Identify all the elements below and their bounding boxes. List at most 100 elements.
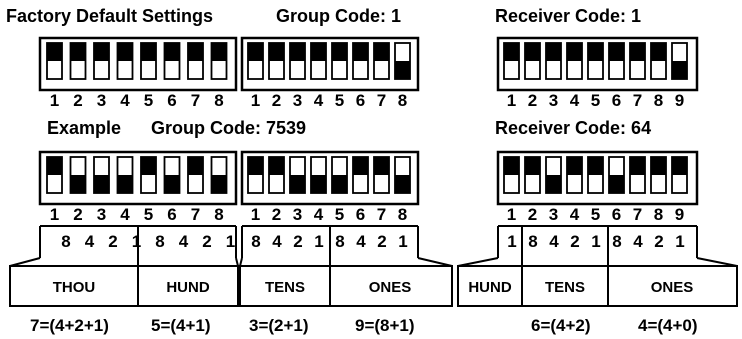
weight-label: 2 xyxy=(108,232,117,251)
switch-knob-up xyxy=(47,157,62,175)
switch-number-label: 3 xyxy=(549,91,558,110)
formula-ones: 9=(8+1) xyxy=(355,316,415,335)
group1-frame-slant-left xyxy=(9,257,41,267)
switch-knob-up xyxy=(525,43,540,61)
switch-knob-down xyxy=(311,175,326,193)
switch-knob-up xyxy=(269,157,284,175)
switch-knob-down xyxy=(332,175,347,193)
weight-label: 1 xyxy=(591,232,600,251)
switch-number-label: 2 xyxy=(272,91,281,110)
switch-number-label: 8 xyxy=(398,205,407,224)
switch-number-label: 8 xyxy=(214,205,223,224)
switch-number-label: 1 xyxy=(251,205,260,224)
switch-number-label: 8 xyxy=(654,91,663,110)
example-heading: Example xyxy=(47,118,122,138)
switch-knob-down xyxy=(94,175,109,193)
switch-knob-up xyxy=(630,157,645,175)
switch-number-label: 3 xyxy=(293,91,302,110)
switch-number-label: 1 xyxy=(50,205,59,224)
switch-knob-up xyxy=(374,43,389,61)
switch-knob-down xyxy=(609,175,624,193)
receiver-frame-group-box xyxy=(457,265,738,307)
switch-number-label: 7 xyxy=(377,205,386,224)
switch-knob-up xyxy=(311,43,326,61)
receiver-frame-slant-left xyxy=(457,257,499,267)
switch-knob-up xyxy=(141,157,156,175)
switch-number-label: 6 xyxy=(612,205,621,224)
switch-number-label: 8 xyxy=(654,205,663,224)
switch-number-label: 6 xyxy=(356,91,365,110)
weight-label: 4 xyxy=(549,232,559,251)
switch-number-label: 4 xyxy=(570,91,580,110)
switch-knob-up xyxy=(567,43,582,61)
switch-knob-up xyxy=(164,43,180,61)
switch-knob-down xyxy=(395,61,410,79)
switch-number-label: 9 xyxy=(675,205,684,224)
switch-knob-up xyxy=(188,157,203,175)
switch-knob-up xyxy=(504,43,519,61)
weight-label: 4 xyxy=(356,232,366,251)
switch-knob-down xyxy=(290,175,305,193)
weight-label: 1 xyxy=(507,232,516,251)
switch-knob-down xyxy=(211,175,227,193)
group1-frame-group-box xyxy=(9,265,239,307)
switch-number-label: 6 xyxy=(612,91,621,110)
receiver-code-default-heading: Receiver Code: 1 xyxy=(495,6,642,26)
weight-label: 4 xyxy=(85,232,95,251)
switch-knob-up xyxy=(525,157,540,175)
switch-knob-down xyxy=(164,175,180,193)
switch-knob-down xyxy=(546,175,561,193)
switch-knob-up xyxy=(94,43,109,61)
group-label-ones: ONES xyxy=(369,279,412,296)
switch-knob-up xyxy=(567,157,582,175)
switch-number-label: 5 xyxy=(335,205,344,224)
switch-number-label: 7 xyxy=(633,205,642,224)
switch-knob-up xyxy=(588,157,603,175)
weight-label: 8 xyxy=(251,232,260,251)
weight-label: 8 xyxy=(612,232,621,251)
switch-knob-up xyxy=(248,43,263,61)
switch-knob-up xyxy=(353,43,368,61)
switch-knob-down xyxy=(672,61,687,79)
switch-number-label: 3 xyxy=(97,205,106,224)
switch-knob-down xyxy=(117,175,133,193)
switch-knob-up xyxy=(70,43,86,61)
weight-label: 4 xyxy=(633,232,643,251)
switch-number-label: 1 xyxy=(251,91,260,110)
switch-number-label: 4 xyxy=(570,205,580,224)
switch-number-label: 3 xyxy=(549,205,558,224)
switch-number-label: 1 xyxy=(507,91,516,110)
group-label-thou: THOU xyxy=(53,279,96,296)
switch-number-label: 4 xyxy=(314,91,324,110)
switch-number-label: 2 xyxy=(272,205,281,224)
switch-number-label: 7 xyxy=(377,91,386,110)
weight-label: 1 xyxy=(675,232,684,251)
switch-number-label: 5 xyxy=(591,205,600,224)
switch-knob-up xyxy=(651,43,666,61)
group-label-rx-hund: HUND xyxy=(468,279,511,296)
switch-number-label: 4 xyxy=(120,205,130,224)
switch-number-label: 4 xyxy=(314,205,324,224)
formula-thou: 7=(4+2+1) xyxy=(30,316,109,335)
switch-number-label: 6 xyxy=(356,205,365,224)
formula-rx-ones: 4=(4+0) xyxy=(638,316,698,335)
switch-number-label: 3 xyxy=(293,205,302,224)
switch-knob-down xyxy=(395,175,410,193)
switch-number-label: 8 xyxy=(214,91,223,110)
switch-knob-up xyxy=(374,157,389,175)
switch-number-label: 6 xyxy=(167,91,176,110)
switch-number-label: 1 xyxy=(50,91,59,110)
factory-default-heading: Factory Default Settings xyxy=(6,6,214,26)
switch-knob-up xyxy=(248,157,263,175)
group-code-default-heading: Group Code: 1 xyxy=(276,6,401,26)
weight-label: 8 xyxy=(335,232,344,251)
group2-frame-slant-left xyxy=(239,257,243,267)
formula-hund: 5=(4+1) xyxy=(151,316,211,335)
weight-label: 1 xyxy=(226,232,235,251)
weight-label: 8 xyxy=(155,232,164,251)
receiver-frame-slant-right xyxy=(696,257,738,267)
group2-frame-slant-right xyxy=(417,257,453,267)
switch-knob-up xyxy=(546,43,561,61)
switch-knob-up xyxy=(609,43,624,61)
